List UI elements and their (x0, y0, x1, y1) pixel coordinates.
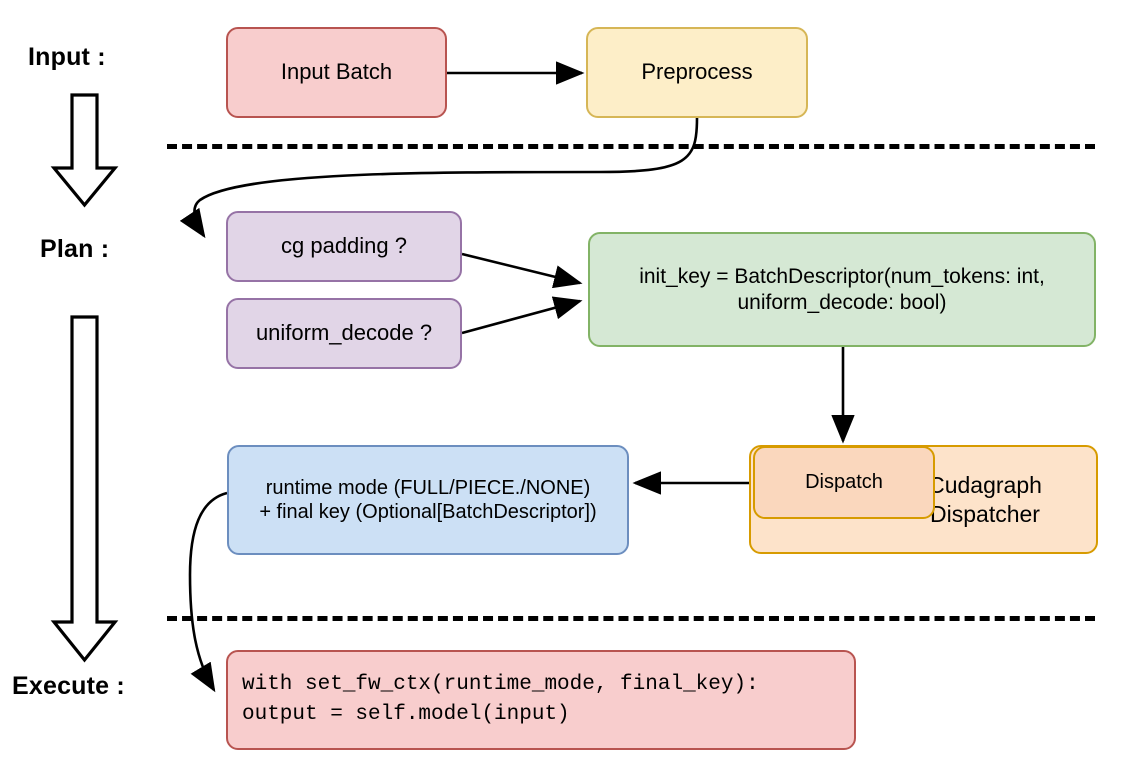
node-cg-padding[interactable]: cg padding ? (226, 211, 462, 282)
node-runtime-mode-label: runtime mode (FULL/PIECE./NONE) + final … (259, 476, 597, 523)
node-dispatch-label: Dispatch (805, 471, 883, 494)
node-uniform-decode-label: uniform_decode ? (255, 320, 433, 346)
node-dispatch[interactable]: Dispatch (753, 446, 935, 519)
edge-uniform-decode-to-init-key (461, 296, 583, 335)
node-uniform-decode[interactable]: uniform_decode ? (226, 298, 462, 369)
divider-input-plan (167, 144, 1095, 149)
stage-label-input: Input : (28, 43, 106, 71)
edge-runtime-mode-to-execute (188, 491, 228, 693)
node-init-key[interactable]: init_key = BatchDescriptor(num_tokens: i… (588, 232, 1096, 347)
node-input-batch[interactable]: Input Batch (226, 27, 447, 118)
node-execute-code[interactable]: with set_fw_ctx(runtime_mode, final_key)… (226, 650, 856, 750)
node-runtime-mode[interactable]: runtime mode (FULL/PIECE./NONE) + final … (227, 445, 629, 555)
stage-label-plan: Plan : (40, 235, 110, 263)
divider-plan-execute (167, 616, 1095, 621)
stage-label-execute: Execute : (12, 672, 125, 700)
node-preprocess-label: Preprocess (641, 59, 753, 85)
node-cg-padding-label: cg padding ? (281, 233, 407, 259)
node-init-key-label: init_key = BatchDescriptor(num_tokens: i… (639, 264, 1045, 314)
node-input-batch-label: Input Batch (280, 59, 393, 85)
node-cudagraph-dispatcher-label: Cudagraph Dispatcher (928, 472, 1042, 527)
node-execute-code-label: with set_fw_ctx(runtime_mode, final_key)… (242, 672, 759, 726)
node-preprocess[interactable]: Preprocess (586, 27, 808, 118)
big-arrow-input-to-plan (50, 93, 119, 208)
edge-cg-padding-to-init-key (461, 252, 583, 289)
big-arrow-plan-to-execute (50, 315, 119, 663)
